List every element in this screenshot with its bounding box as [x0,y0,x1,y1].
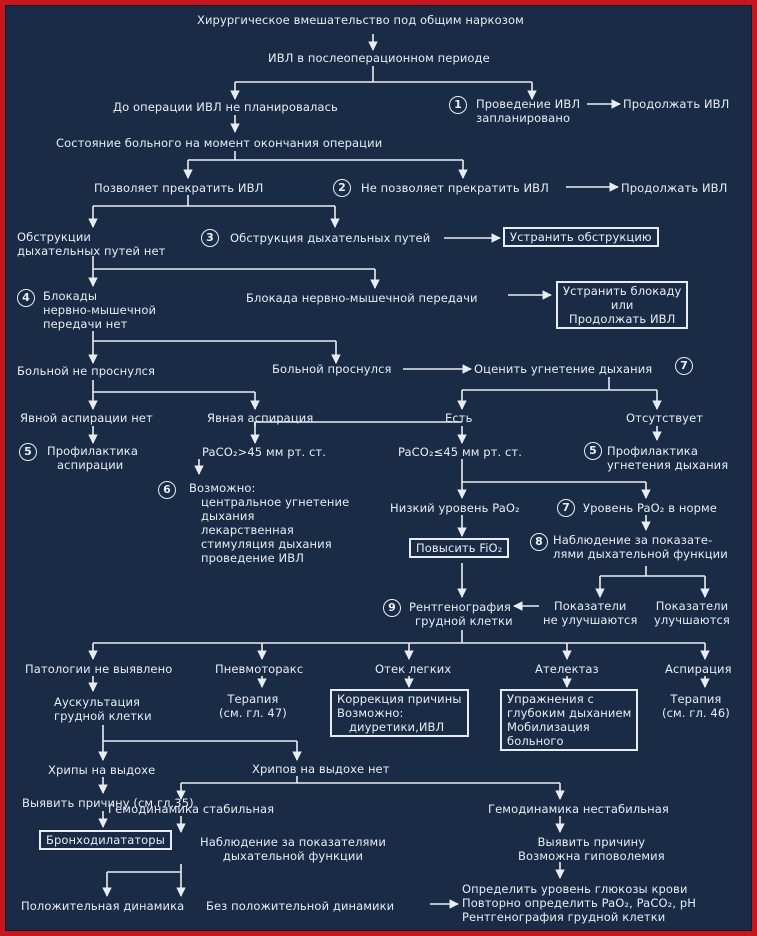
box-bronchodilators: Бронходилататоры [39,830,172,850]
step-badge-2: 2 [333,179,351,197]
step-badge-5a: 5 [19,443,37,461]
node-therapy-ch47: Терапия (см. гл. 47) [219,692,287,720]
node-unstable-hemodynamics: Гемодинамика нестабильная [488,802,669,816]
node-paco2-at-most-45: PaCO₂≤45 мм рт. ст. [398,445,522,459]
node-patient-state: Состояние больного на момент окончания о… [56,136,383,150]
node-allows-stop: Позволяет прекратить ИВЛ [94,181,264,195]
node-expiratory-wheezes: Хрипы на выдохе [48,763,156,777]
node-monitor-respiratory-function: Наблюдение за показате- лями дыхательной… [553,533,728,561]
node-pao2-normal: Уровень PaO₂ в норме [583,501,717,515]
step-badge-5b: 5 [584,442,602,460]
step-badge-9: 9 [383,599,401,617]
node-ventilation-not-planned: До операции ИВЛ не планировалась [113,100,338,114]
node-aspiration: Аспирация [665,662,732,676]
step-badge-4: 4 [17,289,35,307]
node-no-positive-dynamics: Без положительной динамики [206,899,395,913]
box-increase-fio2: Повысить FiO₂ [409,538,510,558]
step-badge-1: 1 [449,96,467,114]
step-badge-7b: 7 [557,499,575,517]
box-remove-obstruction: Устранить обструкцию [503,227,659,247]
node-find-cause-ch35: Выявить причину (см.гл.35) [22,796,194,810]
node-repeat-tests: Определить уровень глюкозы крови Повторн… [462,882,696,924]
node-low-pao2: Низкий уровень PaO₂ [390,501,520,515]
node-no-airway-obstruction: Обструкции дыхательных путей нет [17,230,166,258]
box-breathing-exercises: Упражнения с глубоким дыханием Мобилизац… [500,689,639,751]
node-no-expiratory-wheezes: Хрипов на выдохе нет [252,762,390,776]
node-surgery-general-anesthesia: Хирургическое вмешательство под общим на… [197,13,524,27]
node-patient-awake: Больной проснулся [272,362,392,376]
node-continue-ventilation-1: Продолжать ИВЛ [623,97,730,111]
step-badge-7a: 7 [675,357,693,375]
node-no-neuromuscular-block: Блокады нервно-мышечной передачи нет [43,289,157,331]
node-ventilation-planned: Проведение ИВЛ запланировано [476,97,581,125]
box-reverse-block-or-continue: Устранить блокаду или Продолжать ИВЛ [556,281,689,329]
node-depression-present: Есть [445,411,473,425]
node-monitor-respiratory-function-2: Наблюдение за показателями дыхательной ф… [200,835,386,863]
node-paco2-above-45: PaCO₂>45 мм рт. ст. [202,445,326,459]
node-possible-causes: Возможно: центральное угнетение дыхания … [189,481,350,565]
node-depression-prophylaxis: Профилактика угнетения дыхания [607,444,729,472]
box-correct-cause-diuretics: Коррекция причины Возможно: диуретики,ИВ… [330,689,469,737]
node-patient-not-awake: Больной не проснулся [17,364,156,378]
node-aspiration-prophylaxis: Профилактика аспирации [47,444,138,472]
node-no-pathology: Патологии не выявлено [25,662,173,676]
node-pulmonary-edema: Отек легких [375,662,452,676]
step-badge-3: 3 [201,229,219,247]
node-chest-auscultation: Аускультация грудной клетки [54,695,152,723]
node-postop-ventilation: ИВЛ в послеоперационном периоде [268,51,490,65]
connector-lines [88,34,710,909]
node-indicators-not-improving: Показатели не улучшаются [543,599,638,627]
node-does-not-allow-stop: Не позволяет прекратить ИВЛ [361,181,549,195]
node-chest-xray: Рентгенография грудной клетки [409,600,513,628]
flowchart-canvas: Хирургическое вмешательство под общим на… [5,5,752,931]
node-indicators-improving: Показатели улучшаются [654,599,730,627]
node-therapy-ch46: Терапия (см. гл. 46) [662,692,730,720]
node-stable-hemodynamics: Гемодинамика стабильная [108,802,275,816]
node-pneumothorax: Пневмоторакс [215,662,304,676]
step-badge-8: 8 [530,533,548,551]
node-airway-obstruction: Обструкция дыхательных путей [230,231,431,245]
step-badge-6: 6 [158,481,176,499]
node-assess-respiratory-depression: Оценить угнетение дыхания [474,362,653,376]
node-depression-absent: Отсутствует [626,411,704,425]
node-atelectasis: Ателектаз [535,662,599,676]
node-positive-dynamics: Положительная динамика [21,899,185,913]
node-find-cause-hypovolemia: Выявить причину Возможна гиповолемия [518,835,665,863]
node-obvious-aspiration: Явная аспирация [207,411,314,425]
node-continue-ventilation-2: Продолжать ИВЛ [621,181,728,195]
node-no-obvious-aspiration: Явной аспирации нет [20,411,153,425]
node-neuromuscular-block: Блокада нервно-мышечной передачи [246,291,478,305]
